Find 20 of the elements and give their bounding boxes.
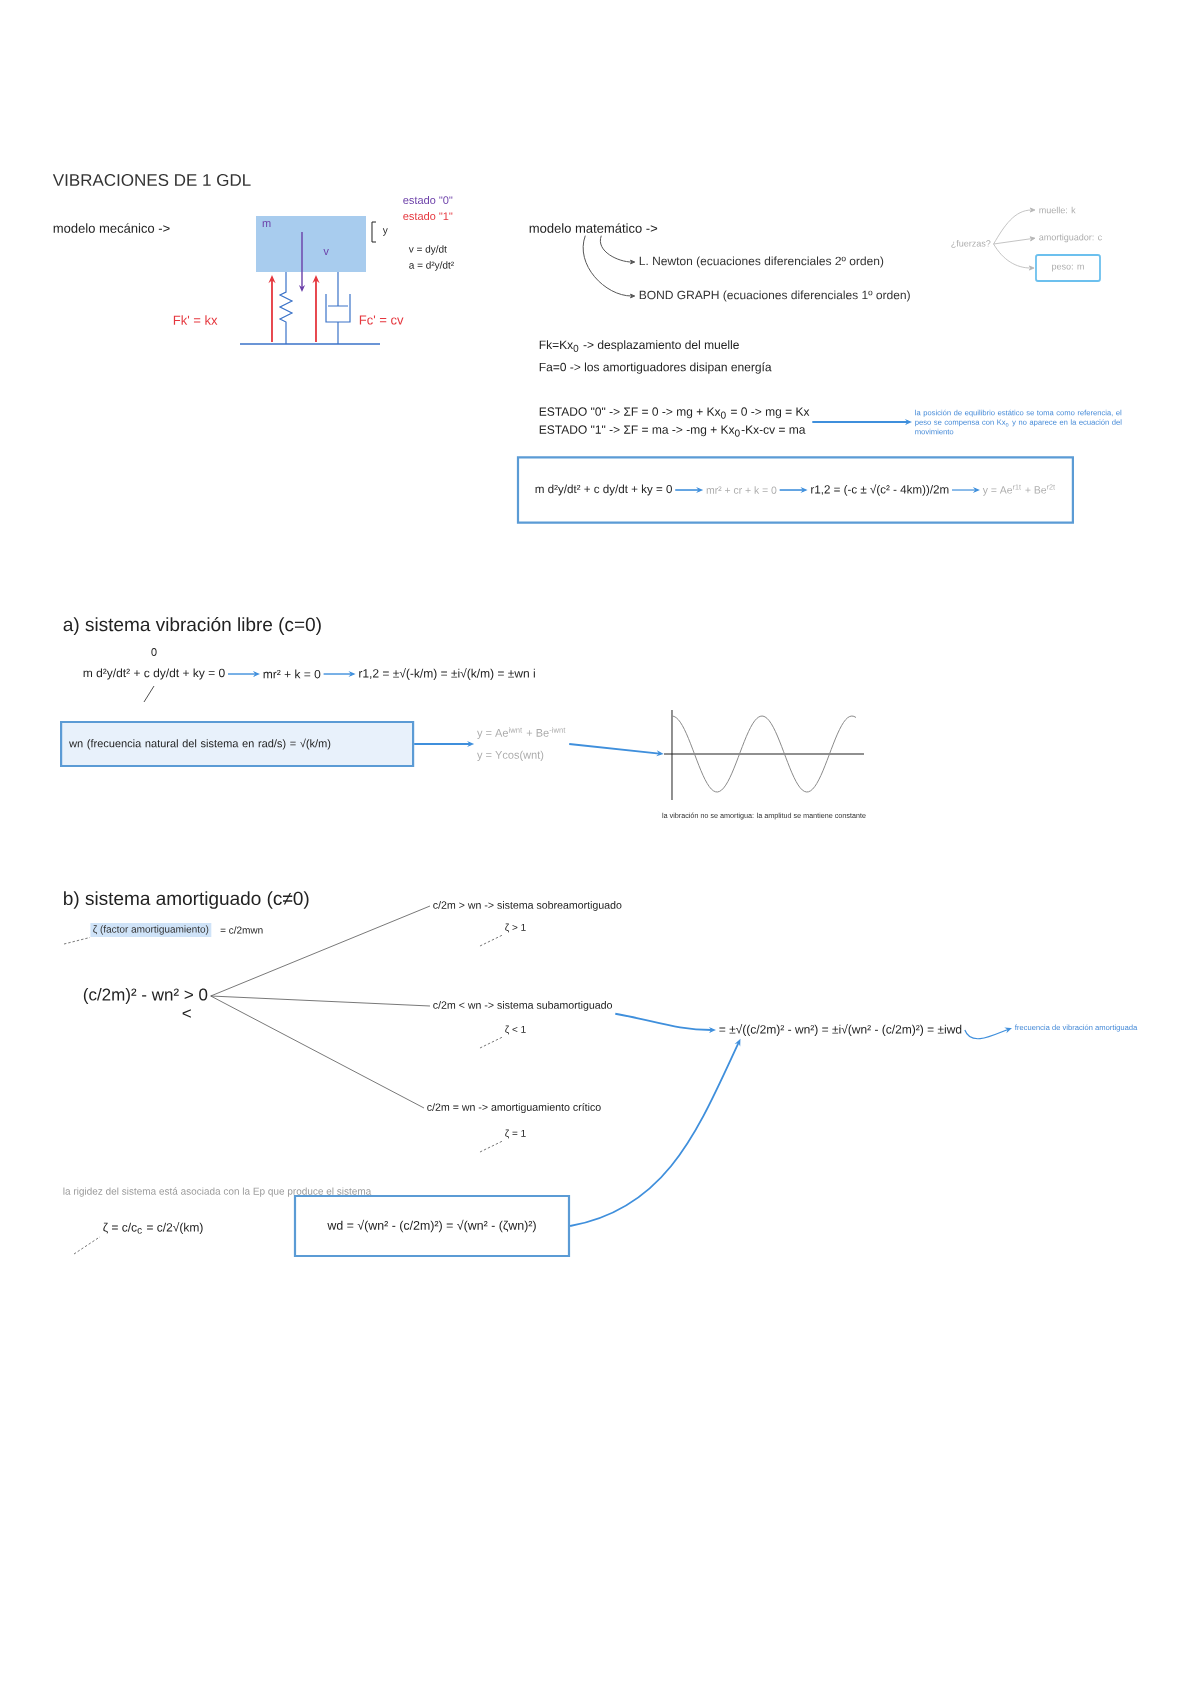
leader-line (479, 1036, 503, 1049)
connector-line (210, 995, 431, 1007)
leader-line (73, 1236, 101, 1255)
arrow (582, 235, 636, 299)
formula-box (516, 456, 1074, 524)
section-heading: a) sistema vibración libre (c=0) (63, 617, 321, 635)
arrow (993, 207, 1036, 245)
connector-line (210, 995, 425, 1109)
arrow (993, 236, 1036, 245)
sine-graph (663, 709, 865, 801)
formula: (c/2m)² - wn² > 0 < (83, 988, 208, 1018)
title: VIBRACIONES DE 1 GDL (52, 174, 251, 186)
arrow (993, 243, 1035, 271)
section-heading: b) sistema amortiguado (c≠0) (64, 891, 309, 909)
leader-line (479, 1140, 503, 1153)
leader-line (479, 934, 503, 947)
arrow (599, 235, 636, 265)
arrow (964, 1027, 1012, 1040)
leader-line (63, 937, 91, 945)
connector-line (210, 905, 431, 997)
